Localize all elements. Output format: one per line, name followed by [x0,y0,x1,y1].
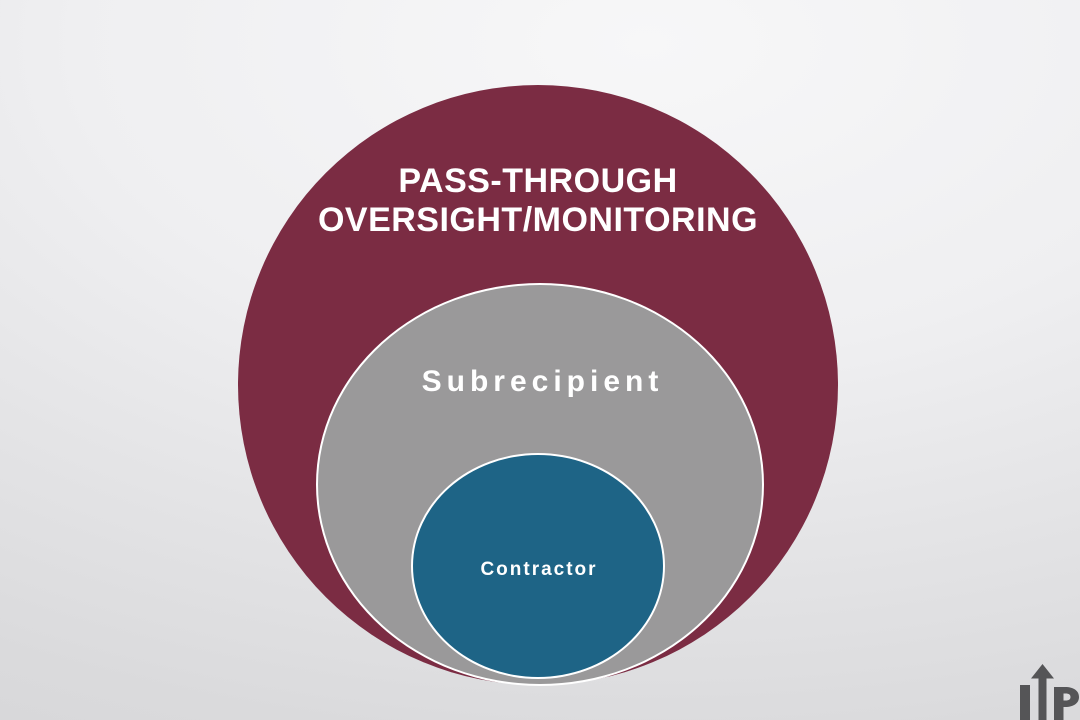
middle-circle-label: Subrecipient [421,365,664,398]
inner-circle-label: Contractor [480,559,598,580]
inner-circle-contractor: Contractor [411,453,665,679]
middle-circle-subrecipient: Subrecipient [316,283,764,686]
outer-circle-label: PASS-THROUGH OVERSIGHT/MONITORING [238,162,838,240]
outer-circle-label-line1: PASS-THROUGH [398,162,678,200]
up-arrow-logo [1020,664,1079,720]
outer-circle-label-line2: OVERSIGHT/MONITORING [317,201,759,239]
up-arrow-logo-shapes [1020,664,1079,720]
